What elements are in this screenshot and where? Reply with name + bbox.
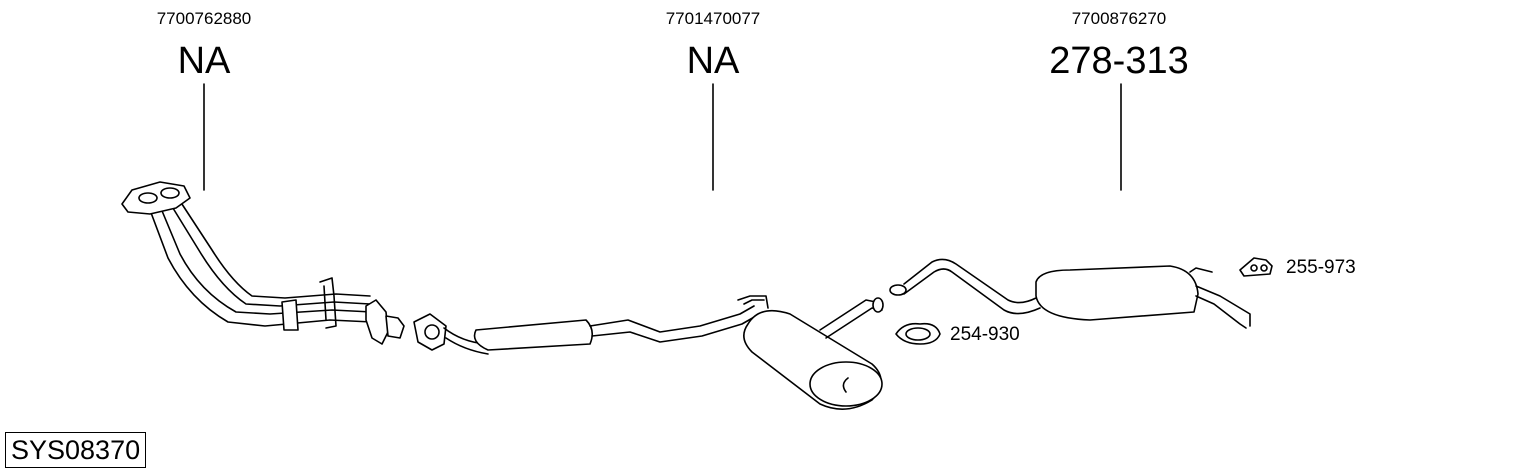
oem-number-front-pipe: 7700762880 xyxy=(156,9,252,28)
front-pipe-drawing xyxy=(121,181,405,345)
part-ref-middle-section: NA xyxy=(686,40,740,82)
rear-silencer-drawing xyxy=(889,258,1251,329)
system-code-label: SYS08370 xyxy=(5,432,147,468)
fitting-ref-rubber-hanger: 255-973 xyxy=(1286,257,1356,278)
rubber-hanger-icon xyxy=(1239,257,1273,277)
middle-section-drawing xyxy=(413,295,884,410)
part-ref-front-pipe: NA xyxy=(177,40,231,82)
part-ref-rear-silencer: 278-313 xyxy=(1049,40,1189,82)
pipe-clamp-icon xyxy=(895,322,941,345)
fitting-ref-pipe-clamp: 254-930 xyxy=(950,324,1020,345)
oem-number-rear-silencer: 7700876270 xyxy=(1071,9,1167,28)
oem-number-middle-section: 7701470077 xyxy=(665,9,761,28)
